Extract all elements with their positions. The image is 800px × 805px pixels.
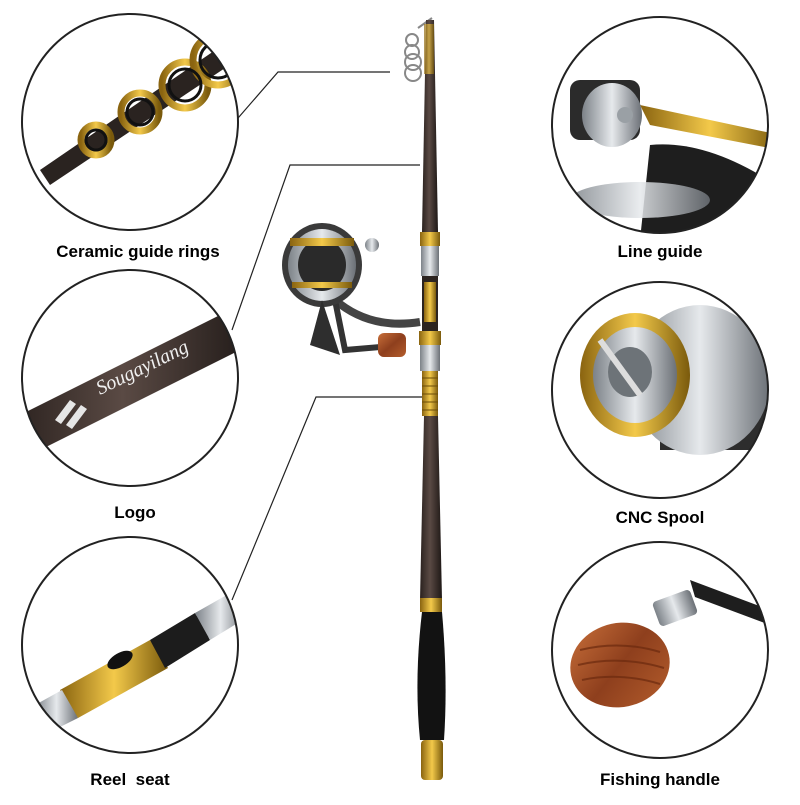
label-line-guide: Line guide	[617, 242, 703, 261]
rod-lower-blank	[420, 416, 442, 600]
rod-butt-cap	[421, 740, 443, 780]
label-logo: Logo	[114, 503, 156, 522]
label-ceramic-guide-rings: Ceramic guide rings	[56, 242, 220, 261]
detail-circle-fishing-handle	[551, 541, 769, 759]
detail-circle-line-guide	[551, 16, 769, 234]
label-reel-seat: Reel seat	[90, 770, 170, 789]
rod-gold-ring-2	[419, 331, 441, 345]
logo-mark-icon	[55, 400, 87, 429]
connector-guide-rings	[231, 71, 390, 126]
detail-circle-logo: Sougayilang	[21, 269, 239, 487]
reel-wood-knob	[378, 333, 406, 357]
rod-gold-ring-3	[420, 598, 442, 612]
connector-reel-seat	[231, 396, 430, 601]
label-fishing-handle: Fishing handle	[600, 770, 720, 789]
rod-gold-ring-1	[420, 232, 440, 246]
fishing-rod	[404, 17, 446, 780]
spinning-reel	[282, 223, 421, 357]
connector-logo	[231, 164, 420, 331]
label-cnc-spool: CNC Spool	[615, 508, 705, 527]
rod-foam-grip	[417, 612, 446, 740]
detail-circle-reel-seat	[21, 536, 239, 754]
connector-lines	[231, 71, 430, 601]
rod-tip-guides	[404, 17, 433, 82]
detail-circle-cnc-spool	[551, 281, 769, 499]
detail-circle-guide-rings	[21, 13, 239, 231]
